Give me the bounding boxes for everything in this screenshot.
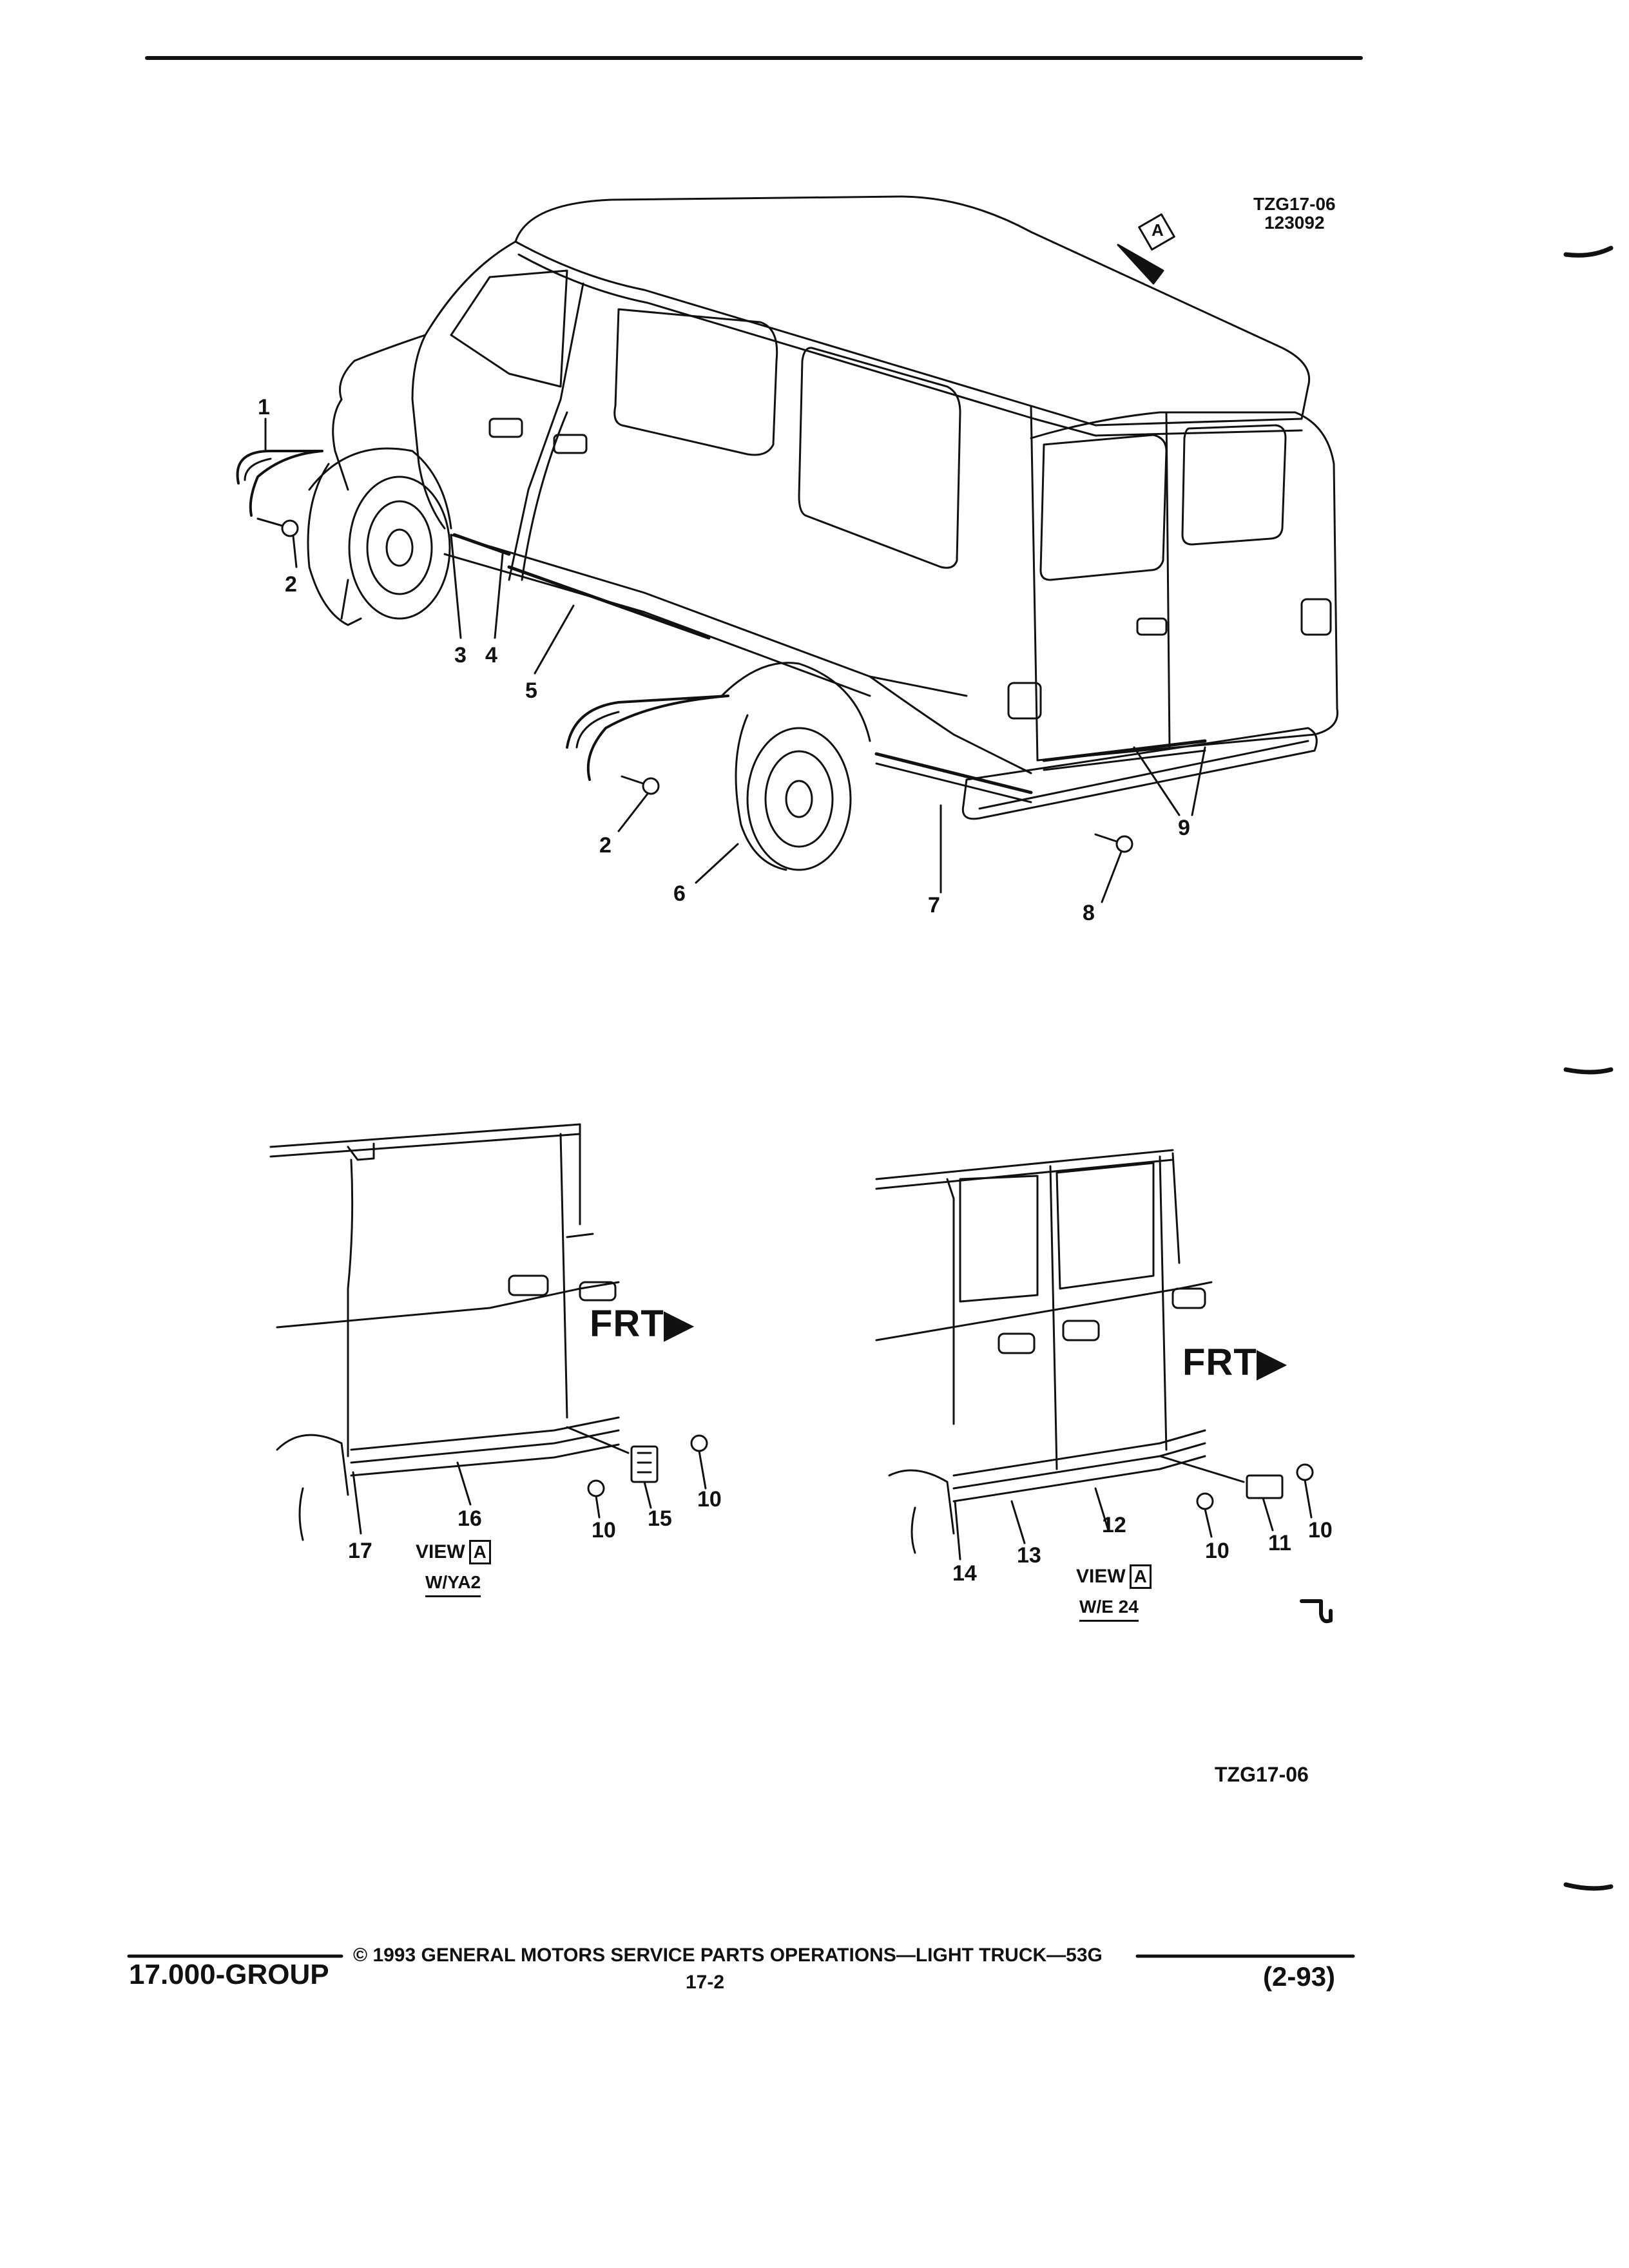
molding-rear-panel [1042, 739, 1207, 762]
view-a-arrow [1117, 244, 1164, 285]
fastener-10b [690, 1434, 708, 1452]
edge-mark [1563, 1067, 1614, 1075]
van-main [236, 195, 1339, 903]
view-left [269, 1123, 708, 1541]
option-code-left: W/YA2 [425, 1572, 481, 1597]
molding-side [507, 565, 711, 640]
callout-10d: 10 [1308, 1518, 1333, 1542]
fastener-10a [587, 1479, 605, 1497]
view-a-marker: A [1152, 220, 1164, 240]
frt-label-right: FRT▶ [1182, 1340, 1286, 1384]
callout-4: 4 [485, 643, 497, 668]
clip-11 [1246, 1474, 1284, 1499]
callout-10a: 10 [592, 1518, 616, 1542]
view-text-right: VIEW [1076, 1566, 1126, 1587]
callout-3: 3 [454, 643, 467, 668]
callout-13: 13 [1017, 1543, 1041, 1568]
figure-code: TZG17-06 [1253, 194, 1336, 214]
frt-text-left: FRT [590, 1303, 664, 1345]
fastener-10d [1296, 1463, 1314, 1481]
callout-5: 5 [525, 678, 537, 703]
callout-1: 1 [258, 395, 270, 419]
frt-arrow-icon: ▶ [1257, 1341, 1287, 1383]
clip-15 [630, 1445, 659, 1483]
stamp-symbol [1300, 1599, 1333, 1624]
molding-rear [874, 752, 1033, 794]
callout-12: 12 [1102, 1513, 1126, 1537]
callout-14: 14 [952, 1561, 977, 1586]
figure-bottom-code: TZG17-06 [1215, 1763, 1309, 1786]
option-code-right: W/E 24 [1079, 1597, 1139, 1622]
footer-copyright: © 1993 GENERAL MOTORS SERVICE PARTS OPER… [353, 1945, 1103, 1966]
callout-2b: 2 [599, 833, 612, 858]
edge-mark [1563, 1882, 1614, 1891]
callout-15: 15 [648, 1506, 672, 1531]
view-letter-right: A [1129, 1564, 1152, 1589]
callout-10b: 10 [697, 1487, 722, 1512]
screw-2a [256, 517, 299, 537]
callout-6: 6 [673, 881, 686, 906]
figure-date-code: 123092 [1264, 213, 1325, 233]
callout-8: 8 [1083, 901, 1095, 925]
fastener-10c [1196, 1492, 1214, 1510]
molding-front [452, 533, 511, 556]
figure-code-block: TZG17-06 123092 [1253, 195, 1336, 233]
callout-16: 16 [458, 1506, 482, 1531]
footer-group: 17.000-GROUP [129, 1959, 329, 1990]
footer-page-number: 17-2 [686, 1972, 725, 1993]
callout-2: 2 [285, 572, 297, 597]
view-right [875, 1149, 1333, 1624]
view-letter-left: A [468, 1540, 491, 1564]
frt-label-left: FRT▶ [590, 1302, 693, 1345]
frt-text-right: FRT [1182, 1341, 1257, 1383]
footer-date: (2-93) [1263, 1961, 1336, 1992]
frt-arrow-icon: ▶ [664, 1303, 694, 1345]
front-wheel-flare [236, 450, 323, 517]
callout-17: 17 [348, 1539, 372, 1563]
screw-2b [621, 775, 660, 795]
callout-9: 9 [1178, 816, 1190, 840]
callout-11: 11 [1268, 1531, 1291, 1555]
callout-10c: 10 [1205, 1539, 1229, 1563]
edge-mark [1563, 245, 1614, 258]
view-text-left: VIEW [416, 1541, 465, 1562]
screw-8 [1094, 833, 1133, 853]
rear-wheel-flare [566, 695, 729, 781]
callout-7: 7 [928, 893, 940, 918]
